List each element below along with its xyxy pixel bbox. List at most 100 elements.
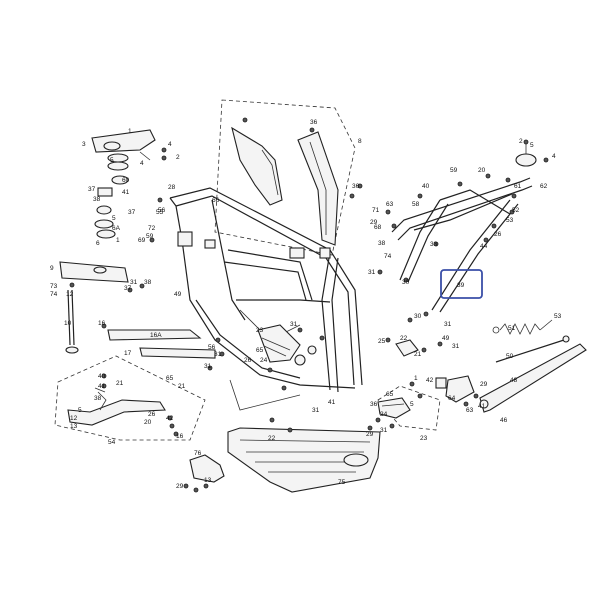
- callout-36: 36: [370, 401, 378, 408]
- callout-42: 42: [166, 415, 174, 422]
- callout-1: 1: [128, 128, 132, 135]
- callout-4: 4: [552, 153, 556, 160]
- footpeg[interactable]: [377, 381, 423, 429]
- callout-20: 20: [144, 419, 152, 426]
- callout-12: 12: [70, 415, 78, 422]
- bracket-76[interactable]: [183, 454, 225, 493]
- callout-41: 41: [122, 189, 130, 196]
- callout-23: 23: [420, 435, 428, 442]
- callout-41: 41: [328, 399, 336, 406]
- callout-10: 10: [64, 320, 72, 327]
- callout-56: 56: [158, 207, 166, 214]
- callout-31: 31: [214, 351, 222, 358]
- footpeg-callout-box: [377, 385, 441, 431]
- callout-31: 31: [368, 269, 376, 276]
- callout-56: 56: [208, 344, 216, 351]
- seat-bracket[interactable]: [515, 139, 549, 167]
- callout-29: 29: [480, 381, 488, 388]
- callout-38: 38: [93, 196, 101, 203]
- side-stand[interactable]: [479, 343, 587, 413]
- pivot-bolts[interactable]: [385, 311, 443, 357]
- callout-55: 55: [156, 209, 164, 216]
- callout-9: 9: [50, 265, 54, 272]
- spring[interactable]: [492, 319, 553, 335]
- side-cover-right[interactable]: [297, 131, 339, 246]
- callout-16: 16: [98, 320, 106, 327]
- callout-38: 38: [144, 279, 152, 286]
- callout-52: 52: [512, 207, 520, 214]
- callout-53: 53: [506, 217, 514, 224]
- callout-25: 25: [378, 338, 386, 345]
- callout-29: 29: [370, 219, 378, 226]
- callout-49: 49: [174, 291, 182, 298]
- callout-21: 21: [414, 351, 422, 358]
- callout-22: 22: [268, 435, 276, 442]
- callout-39: 39: [457, 282, 465, 289]
- callout-37: 37: [124, 285, 132, 292]
- callout-36: 36: [352, 183, 360, 190]
- callout-62: 62: [540, 183, 548, 190]
- callout-20: 20: [478, 167, 486, 174]
- callout-61: 61: [514, 183, 522, 190]
- callout-65: 65: [256, 347, 264, 354]
- callout-3: 3: [82, 141, 86, 148]
- callout-53: 53: [554, 313, 562, 320]
- callout-6: 6: [96, 240, 100, 247]
- callout-30: 30: [414, 313, 422, 320]
- callout-65: 65: [166, 375, 174, 382]
- callout-59: 59: [450, 167, 458, 174]
- callout-5: 5: [410, 401, 414, 408]
- callout-5: 5: [112, 215, 116, 222]
- link-arm[interactable]: [101, 323, 225, 371]
- callout-36: 36: [310, 119, 318, 126]
- callout-31: 31: [380, 427, 388, 434]
- callout-71: 71: [372, 207, 380, 214]
- callout-51: 51: [508, 325, 516, 332]
- engine-mount-parts[interactable]: [257, 324, 325, 391]
- callout-24: 24: [380, 411, 388, 418]
- callout-5: 5: [110, 157, 114, 164]
- brake-pedal[interactable]: [67, 373, 179, 437]
- callout-66: 66: [212, 197, 220, 204]
- callout-73: 73: [50, 283, 58, 290]
- highlight-box-39: [440, 269, 483, 299]
- stand-rod[interactable]: [495, 335, 570, 363]
- callout-5: 5: [530, 142, 534, 149]
- callout-13: 13: [204, 477, 212, 484]
- callout-26: 26: [494, 231, 502, 238]
- callout-24: 24: [260, 357, 268, 364]
- callout-44: 44: [480, 243, 488, 250]
- skid-plate[interactable]: [227, 417, 381, 493]
- callout-31: 31: [130, 279, 138, 286]
- screw[interactable]: [309, 127, 315, 133]
- steering-stem[interactable]: [65, 289, 79, 354]
- screw[interactable]: [357, 183, 363, 189]
- callout-4: 4: [140, 160, 144, 167]
- main-frame[interactable]: [169, 187, 363, 411]
- screw[interactable]: [242, 117, 248, 123]
- callout-74: 74: [384, 253, 392, 260]
- side-cover-left[interactable]: [231, 126, 283, 206]
- rear-subframe[interactable]: [377, 173, 533, 313]
- upper-triple-clamp[interactable]: [91, 129, 167, 243]
- callout-59: 59: [146, 233, 154, 240]
- callout-6a: 6A: [112, 225, 121, 232]
- callout-29: 29: [366, 431, 374, 438]
- callout-38: 38: [94, 395, 102, 402]
- callout-12: 12: [66, 291, 74, 298]
- callout-48: 48: [510, 377, 518, 384]
- callout-17: 17: [124, 350, 132, 357]
- callout-42: 42: [426, 377, 434, 384]
- callout-31: 31: [452, 343, 460, 350]
- callout-4: 4: [168, 141, 172, 148]
- callout-58: 58: [412, 201, 420, 208]
- callout-69: 69: [138, 237, 146, 244]
- callout-16: 16: [176, 433, 184, 440]
- callout-31: 31: [290, 321, 298, 328]
- callout-63: 63: [466, 407, 474, 414]
- side-stand-bracket[interactable]: [435, 375, 479, 407]
- callout-29: 29: [176, 483, 184, 490]
- callout-60: 60: [122, 177, 130, 184]
- screw[interactable]: [349, 193, 355, 199]
- lower-triple-clamp[interactable]: [59, 261, 145, 293]
